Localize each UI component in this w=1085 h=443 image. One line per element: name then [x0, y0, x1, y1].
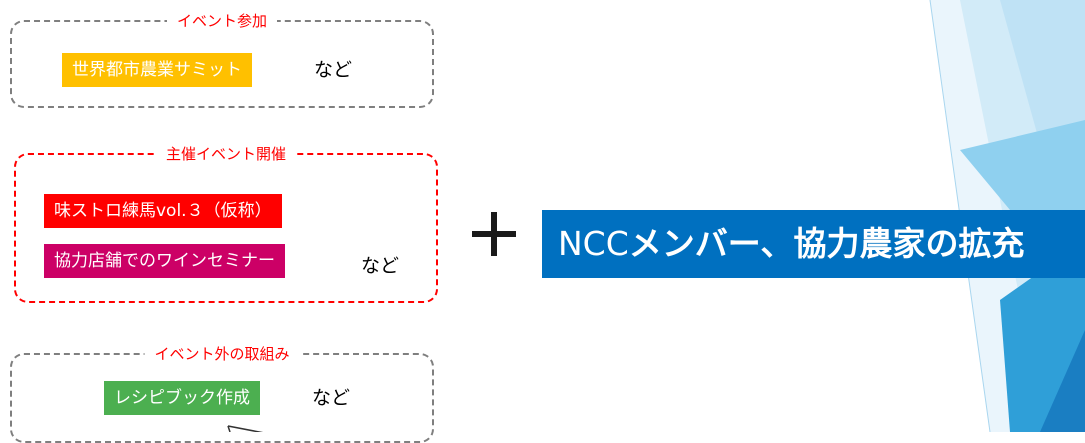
- plus-icon: [472, 212, 516, 256]
- event-participation-title: イベント参加: [166, 10, 278, 32]
- ncc-expansion-banner: NCCメンバー、協力農家の拡充: [542, 210, 1085, 278]
- wine-seminar-tag: 協力店舗でのワインセミナー: [44, 244, 285, 278]
- callout-pointer-icon: [227, 425, 264, 432]
- hosted-events-suffix: など: [361, 255, 400, 277]
- ajistro-nerima-tag: 味ストロ練馬vol.３（仮称）: [44, 194, 282, 228]
- banner-text: メンバー、協力農家の拡充: [628, 224, 1025, 263]
- banner-ncc: NCC: [558, 224, 629, 263]
- event-participation-suffix: など: [314, 59, 353, 81]
- hosted-events-title: 主催イベント開催: [155, 143, 297, 165]
- hosted-events-group: 主催イベント開催 味ストロ練馬vol.３（仮称） 協力店舗でのワインセミナー な…: [14, 143, 438, 303]
- other-initiatives-group: イベント外の取組み レシピブック作成 など: [10, 343, 434, 443]
- other-initiatives-suffix: など: [312, 387, 351, 409]
- other-initiatives-title: イベント外の取組み: [144, 343, 300, 365]
- world-urban-agriculture-summit-tag: 世界都市農業サミット: [62, 53, 252, 87]
- recipe-book-tag: レシピブック作成: [104, 381, 260, 415]
- event-participation-group: イベント参加 世界都市農業サミット など: [10, 10, 434, 108]
